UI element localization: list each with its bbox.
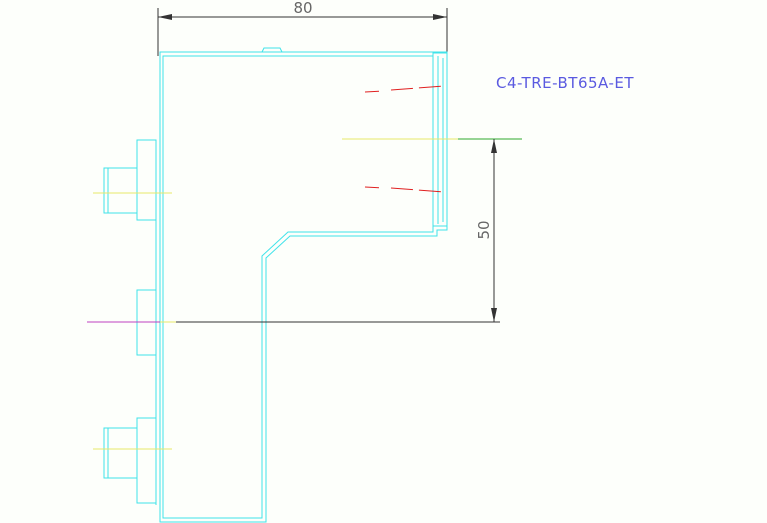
hidden-hole-lines bbox=[364, 85, 446, 193]
mounting-boss-1 bbox=[103, 139, 157, 221]
mounting-boss-3 bbox=[103, 417, 157, 504]
bracket-body bbox=[103, 47, 448, 523]
part-code-label: C4-TRE-BT65A-ET bbox=[496, 74, 634, 92]
bracket-outer-outline bbox=[159, 51, 448, 523]
width-arrow-right bbox=[433, 14, 447, 20]
width-dimension bbox=[157, 8, 448, 56]
height-dimension-label: 50 bbox=[475, 220, 493, 239]
bracket-inner-outline bbox=[162, 55, 434, 519]
width-dimension-label: 80 bbox=[293, 0, 312, 17]
height-arrow-top bbox=[491, 139, 497, 153]
top-tab bbox=[261, 47, 283, 53]
axis-lines bbox=[87, 138, 522, 450]
width-arrow-left bbox=[158, 14, 172, 20]
height-arrow-bottom bbox=[491, 308, 497, 322]
height-dimension bbox=[176, 139, 500, 323]
